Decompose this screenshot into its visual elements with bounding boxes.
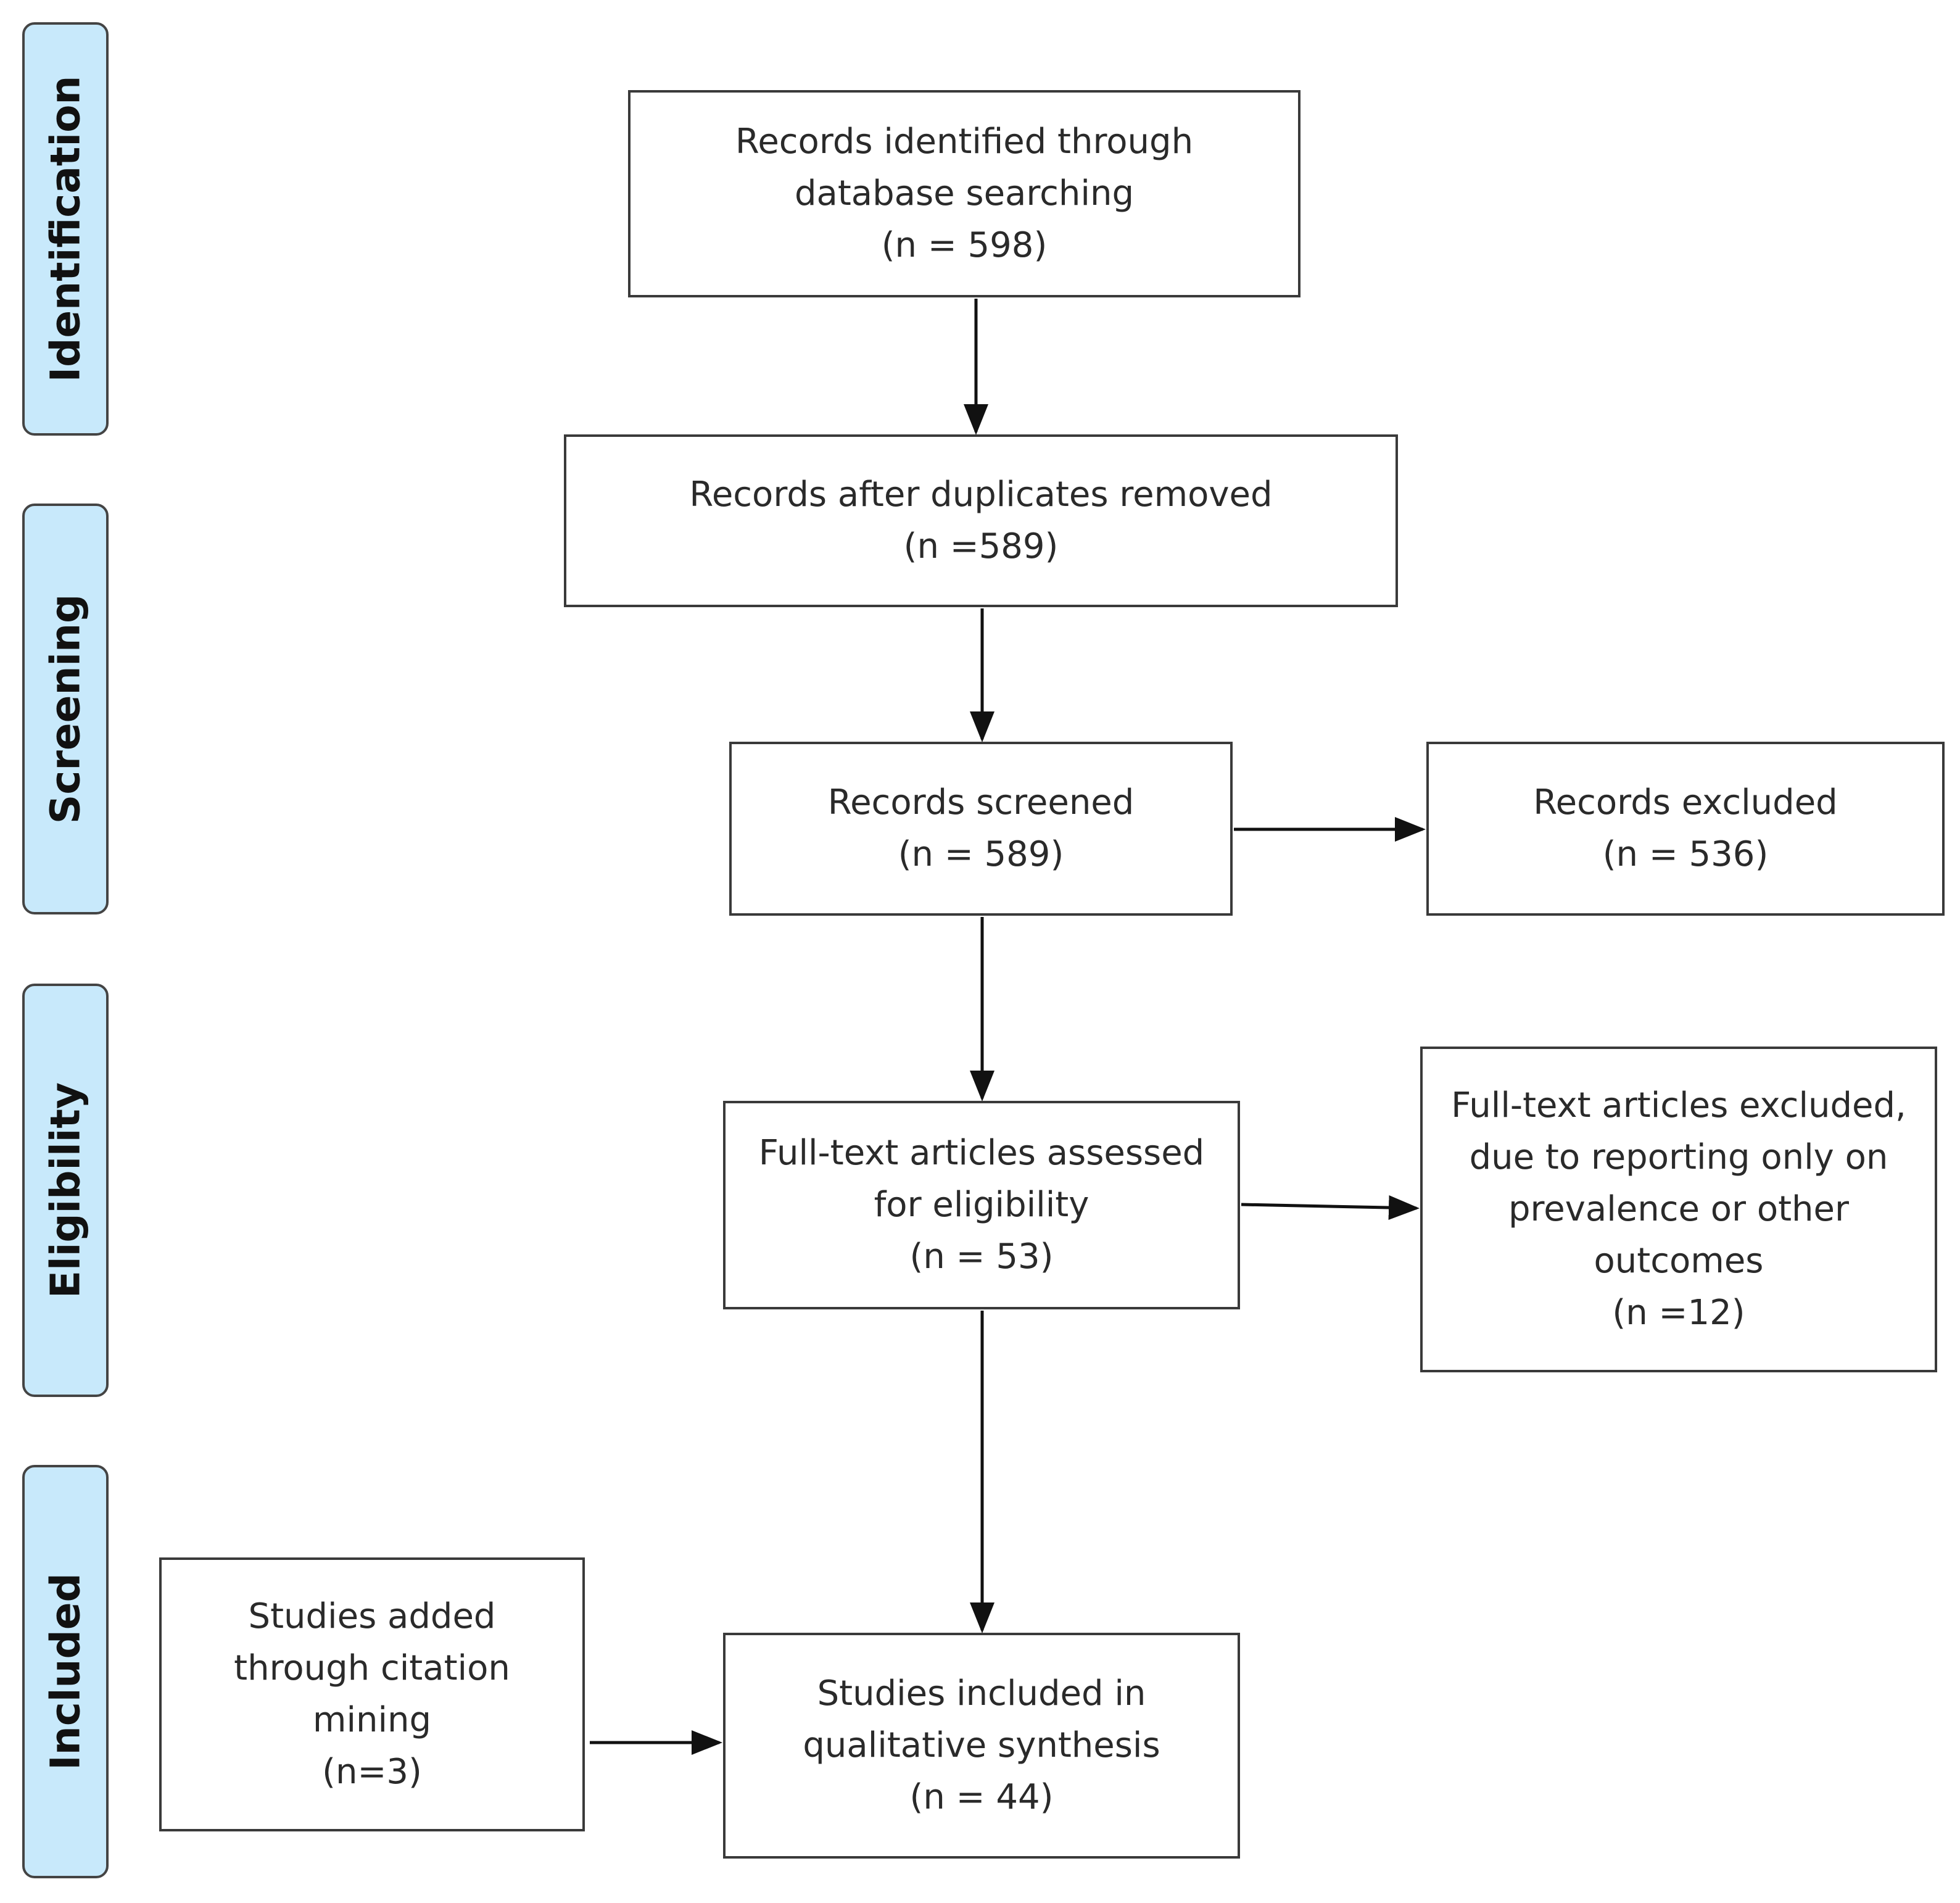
stage-identification: Identification — [22, 22, 109, 436]
box-citation-mining: Studies added through citation mining (n… — [159, 1557, 585, 1831]
box-line: Records after duplicates removed — [689, 475, 1273, 515]
box-line: (n = 536) — [1602, 834, 1769, 874]
stage-screening: Screening — [22, 504, 109, 914]
box-line: Records screened — [827, 782, 1135, 823]
stage-included: Included — [22, 1465, 109, 1878]
box-line: Records identified through — [735, 122, 1194, 162]
box-line: Full-text articles assessed — [758, 1133, 1205, 1173]
stage-eligibility: Eligibility — [22, 984, 109, 1397]
box-line: (n = 598) — [881, 225, 1048, 265]
box-line: mining — [312, 1700, 432, 1740]
box-records-screened: Records screened (n = 589) — [729, 742, 1233, 916]
box-line: database searching — [794, 173, 1135, 214]
box-studies-included: Studies included in qualitative synthesi… — [723, 1633, 1240, 1859]
box-line: Studies added — [248, 1596, 496, 1636]
box-line: through citation — [234, 1648, 510, 1688]
box-line: (n =12) — [1612, 1293, 1745, 1333]
box-line: Records excluded — [1533, 782, 1838, 823]
box-line: (n=3) — [322, 1752, 422, 1792]
box-line: outcomes — [1594, 1241, 1764, 1281]
box-line: (n = 44) — [909, 1777, 1054, 1817]
box-fulltext-assessed: Full-text articles assessed for eligibil… — [723, 1101, 1240, 1309]
box-line: (n = 589) — [898, 834, 1064, 874]
box-line: Studies included in — [817, 1673, 1146, 1714]
arrow-fulltext-to-excluded — [1241, 1195, 1420, 1221]
box-after-duplicates: Records after duplicates removed (n =589… — [564, 434, 1398, 607]
box-line: qualitative synthesis — [803, 1725, 1160, 1765]
box-line: (n = 53) — [909, 1237, 1054, 1277]
box-line: due to reporting only on — [1469, 1137, 1888, 1177]
box-line: prevalence or other — [1508, 1189, 1850, 1229]
box-line: (n =589) — [903, 526, 1059, 566]
box-records-identified: Records identified through database sear… — [628, 90, 1300, 297]
box-line: Full-text articles excluded, — [1451, 1085, 1906, 1126]
box-records-excluded: Records excluded (n = 536) — [1426, 742, 1945, 916]
box-fulltext-excluded: Full-text articles excluded, due to repo… — [1420, 1047, 1937, 1372]
box-line: for eligibility — [874, 1185, 1090, 1225]
